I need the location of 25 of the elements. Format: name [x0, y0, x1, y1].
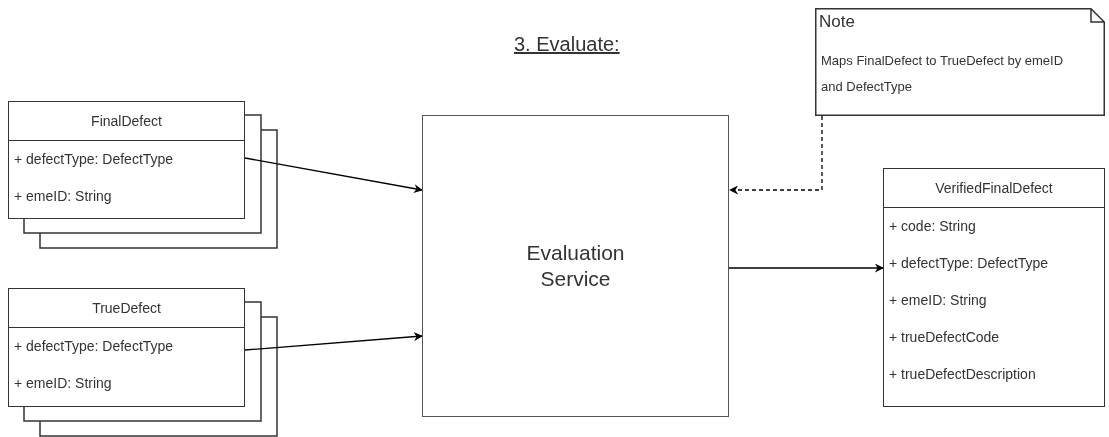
class-attribute: + defectType: DefectType — [13, 337, 175, 356]
class-name: FinalDefect — [9, 102, 244, 141]
class-attribute: + code: String — [888, 217, 977, 236]
class-box — [8, 101, 245, 219]
node-label: Evaluation Service — [525, 239, 626, 292]
arrow — [729, 115, 823, 195]
class-attribute: + emeID: String — [13, 187, 113, 206]
class-attribute: + trueDefectDescription — [888, 365, 1037, 384]
arrow — [728, 263, 884, 273]
class-attribute: + trueDefectCode — [888, 328, 1001, 347]
arrow — [244, 332, 423, 351]
class-attribute: + emeID: String — [888, 291, 988, 310]
class-box — [883, 168, 1105, 407]
diagram-title: 3. Evaluate: — [514, 33, 620, 56]
class-attribute: + emeID: String — [13, 374, 113, 393]
note-text: Maps FinalDefect to TrueDefect by emeID and DefectType — [821, 52, 1065, 96]
class-name: TrueDefect — [9, 289, 244, 328]
class-attribute: + defectType: DefectType — [13, 150, 175, 169]
arrow — [244, 157, 423, 193]
class-attribute: + defectType: DefectType — [888, 254, 1050, 273]
class-name: VerifiedFinalDefect — [884, 169, 1104, 208]
class-box — [8, 288, 245, 407]
note-box — [815, 8, 1105, 116]
note-title: Note — [819, 12, 855, 32]
service-box — [422, 115, 729, 417]
